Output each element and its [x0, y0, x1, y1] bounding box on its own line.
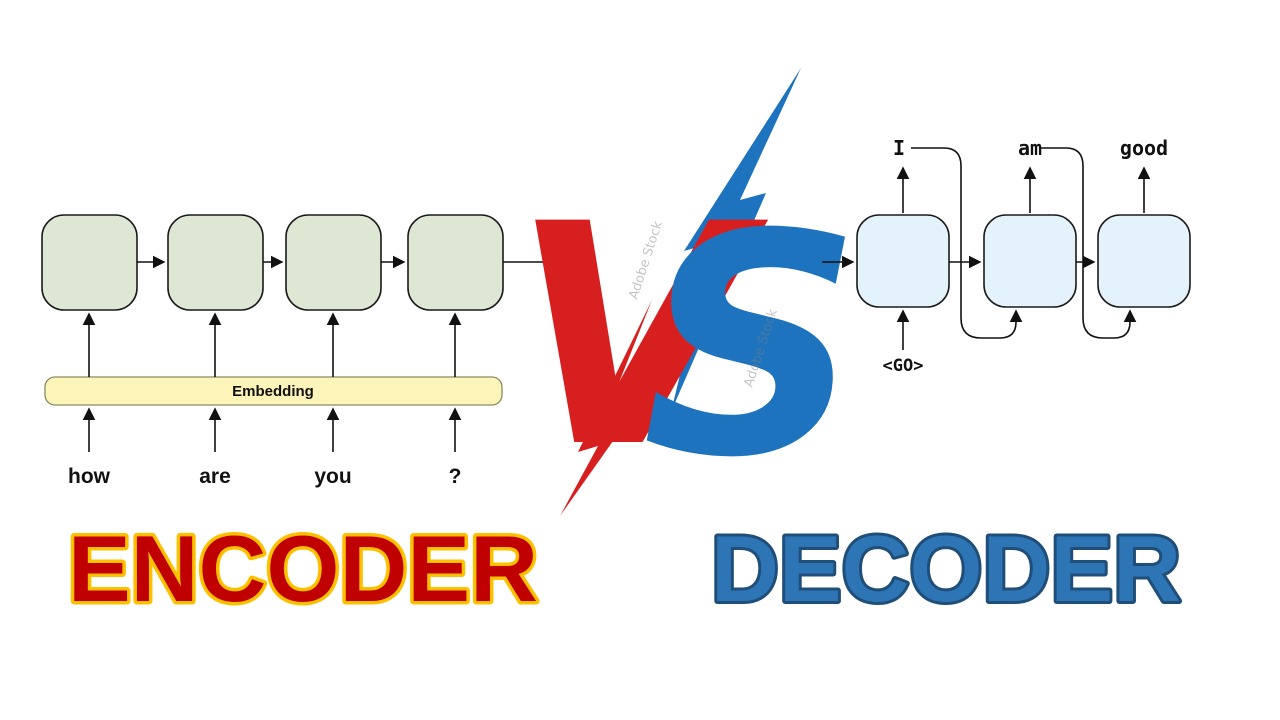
vs-lightning-blue: [671, 68, 801, 412]
encoder-input-word-4: ?: [449, 465, 462, 488]
decoder-cell-3: [1097, 214, 1191, 308]
decoder-title: DECODER: [711, 516, 1181, 621]
decoder-diagram: I am good <GO>: [822, 136, 1191, 376]
vs-logo: V S Adobe Stock Adobe Stock: [512, 68, 862, 524]
decoder-output-word-3: good: [1120, 136, 1168, 160]
encoder-cell-4: [407, 214, 504, 311]
feedback-curve-2-3: [1040, 147, 1137, 339]
embedding-bar: [44, 376, 503, 406]
encoder-input-word-1: how: [68, 465, 111, 488]
encoder-cell-1: [41, 214, 138, 311]
vs-lightning-red: [560, 300, 652, 516]
encoder-input-word-2: are: [199, 465, 231, 488]
embedding-label: Embedding: [232, 383, 314, 400]
decoder-output-word-2: am: [1018, 136, 1042, 160]
feedback-curve-1-2: [911, 147, 1023, 339]
encoder-cell-2: [167, 214, 264, 311]
go-token-label: <GO>: [883, 356, 924, 376]
decoder-output-word-1: I: [893, 136, 905, 160]
decoder-cell-1: [856, 214, 950, 308]
decoder-cell-2: [983, 214, 1077, 308]
vs-letter-v: V: [512, 159, 769, 514]
encoder-input-word-3: you: [314, 465, 351, 488]
encoder-title: ENCODER: [68, 516, 538, 621]
encoder-diagram: Embedding how are you ?: [41, 214, 556, 488]
vs-letter-s: S: [642, 169, 862, 524]
encoder-cell-3: [285, 214, 382, 311]
